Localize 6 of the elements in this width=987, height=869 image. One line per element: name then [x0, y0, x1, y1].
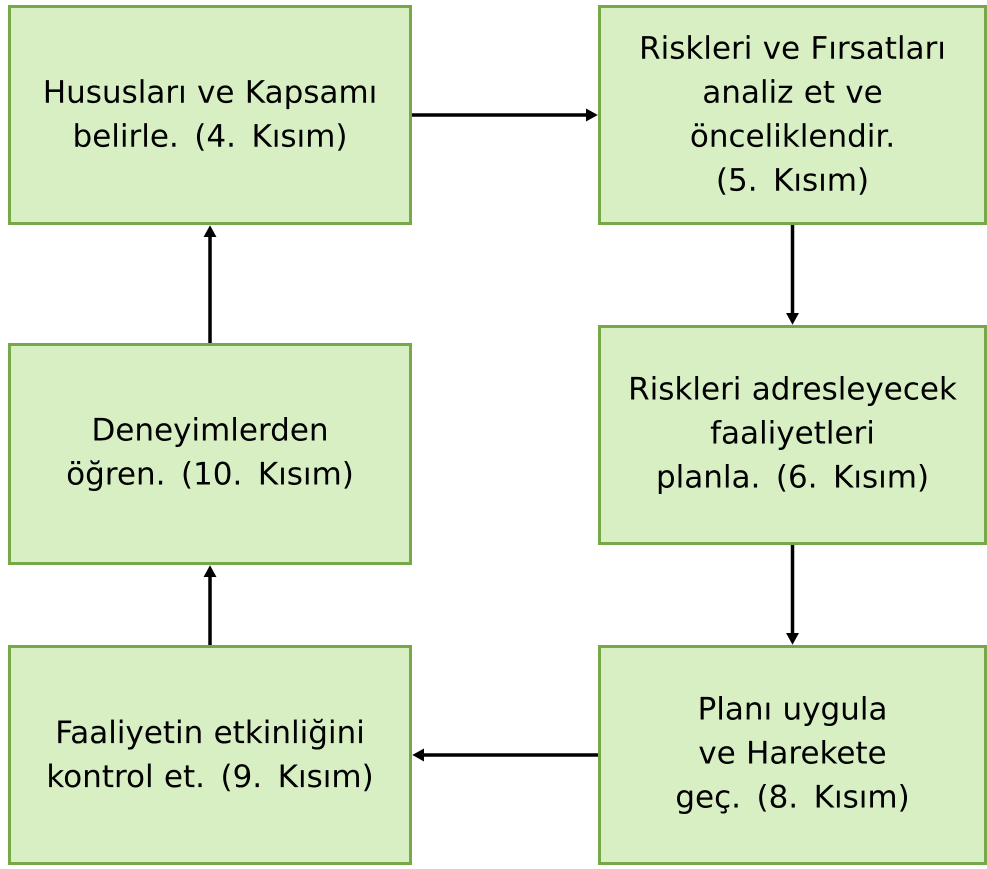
process-box: Deneyimlerden öğren. (10. Kısım) [8, 342, 412, 565]
process-box: Planı uygula ve Harekete geç. (8. Kısım) [598, 644, 987, 865]
process-box: Faaliyetin etkinliğini kontrol et. (9. Kısım) [8, 644, 412, 865]
process-box: Hususları ve Kapsamı belirle. (4. Kısım) [8, 4, 412, 225]
process-box: Riskleri ve Fırsatları analiz et ve önceliklendir. (5. Kısım) [598, 4, 987, 225]
process-box: Riskleri adresleyecek faaliyetleri planla. (6. Kısım) [598, 324, 987, 545]
